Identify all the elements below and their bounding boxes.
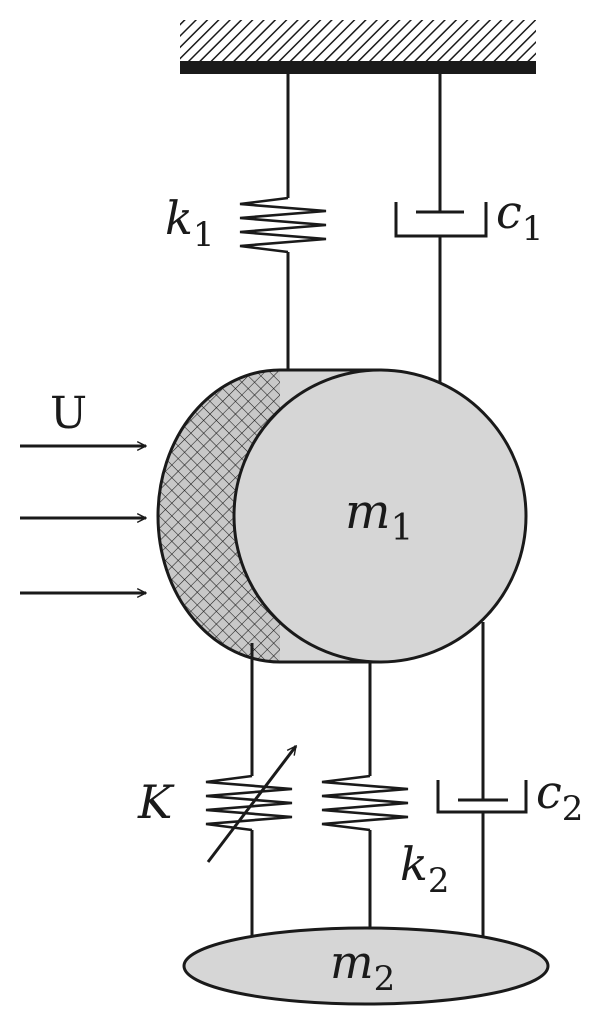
spring-k2 <box>321 662 409 930</box>
fixed-support <box>180 20 536 74</box>
label-m2: m2 <box>330 935 395 999</box>
mass-m2 <box>182 926 550 1006</box>
damper-c1 <box>394 74 488 382</box>
label-U: U <box>50 388 87 439</box>
label-c2: c2 <box>536 765 583 829</box>
ground-bar <box>180 61 536 74</box>
ground-hatching <box>180 20 536 62</box>
label-K: K <box>137 775 175 829</box>
adjust-arrow <box>206 746 298 863</box>
spring-k1 <box>239 74 327 382</box>
flow-arrows <box>20 446 146 593</box>
damper-c2 <box>436 622 528 938</box>
variable-spring-K <box>205 643 298 938</box>
label-c1: c1 <box>496 185 543 249</box>
label-k1: k1 <box>165 191 215 255</box>
label-m1: m1 <box>345 484 413 549</box>
mass-m1 <box>156 368 528 664</box>
label-k2: k2 <box>400 837 450 901</box>
mass-m2-disc <box>182 926 550 1006</box>
